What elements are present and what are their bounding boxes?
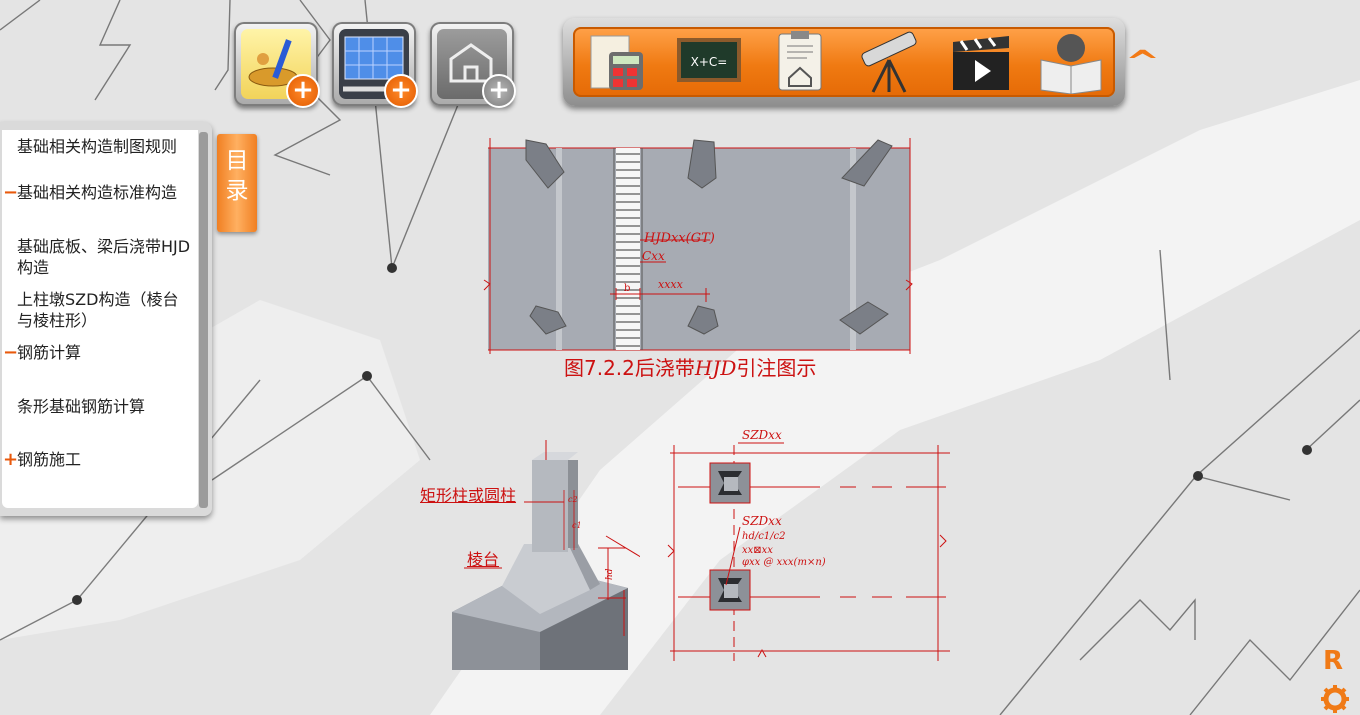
clipboard-icon (778, 31, 822, 91)
toc-item[interactable]: +钢筋施工 (3, 449, 82, 470)
add-tools-button[interactable]: + (234, 22, 320, 108)
blackboard-icon: X+C= (677, 38, 741, 82)
hjd-figure-caption: 图7.2.2后浇带HJD引注图示 (564, 356, 817, 380)
plus-icon: + (482, 74, 516, 108)
szd-plan-figure: SZDxx SZDxx hd/c1/c2 xx⊠xx φxx @ xxx(m×n… (667, 428, 950, 661)
video-icon (953, 36, 1009, 90)
svg-text:c2: c2 (568, 495, 578, 504)
svg-text:Cxx: Cxx (642, 249, 665, 263)
svg-text:xxxx: xxxx (658, 278, 684, 291)
gear-icon[interactable] (1320, 684, 1350, 714)
toc-toggle-tab[interactable]: 目录 (217, 134, 257, 232)
toc-item[interactable]: 上柱墩SZD构造（棱台与棱柱形） (17, 290, 179, 330)
blackboard-button[interactable]: X+C= (669, 30, 747, 94)
toc-item[interactable]: 基础底板、梁后浇带HJD构造 (17, 237, 191, 277)
frustum-label: 棱台 (467, 550, 500, 569)
calculator-button[interactable] (579, 30, 657, 94)
svg-text:HJDxx(GT): HJDxx(GT) (643, 231, 715, 246)
svg-text:c1: c1 (572, 521, 582, 530)
column-label: 矩形柱或圆柱 (420, 486, 517, 505)
hjd-anchors (525, 139, 893, 335)
svg-text:SZDxx: SZDxx (742, 514, 782, 528)
toc-item[interactable]: −钢筋计算 (3, 342, 82, 363)
plus-icon: + (384, 74, 418, 108)
toc-tab-label: 目录 (225, 148, 249, 204)
add-screen-button[interactable]: + (332, 22, 418, 108)
svg-text:hd: hd (605, 568, 615, 580)
svg-text:xx⊠xx: xx⊠xx (742, 545, 773, 556)
video-button[interactable] (943, 30, 1021, 94)
calculator-icon (590, 35, 643, 90)
svg-text:X+C=: X+C= (691, 55, 728, 69)
toc-item[interactable]: 条形基础钢筋计算 (17, 397, 146, 416)
hjd-figure: HJDxx(GT) Cxx b xxxx (483, 138, 913, 354)
svg-text:SZDxx: SZDxx (742, 428, 782, 442)
r-button[interactable]: R (1323, 646, 1344, 676)
collapse-toolbar-icon[interactable]: ^ (1124, 45, 1161, 80)
telescope-button[interactable] (853, 30, 931, 94)
add-model-button[interactable]: + (430, 22, 516, 108)
plus-icon: + (286, 74, 320, 108)
toc-item[interactable]: 基础相关构造制图规则 (17, 137, 178, 156)
toc-list: 基础相关构造制图规则 −基础相关构造标准构造 基础底板、梁后浇带HJD构造 上柱… (2, 130, 198, 508)
main-toolbar: X+C= (563, 18, 1125, 106)
reader-button[interactable] (1033, 30, 1111, 95)
toc-scrollbar[interactable] (199, 132, 208, 508)
svg-text:hd/c1/c2: hd/c1/c2 (742, 531, 786, 542)
svg-text:φxx @ xxx(m×n): φxx @ xxx(m×n) (742, 557, 826, 568)
szd-3d-figure: c2 c1 hd (452, 440, 640, 670)
reader-icon (1040, 34, 1102, 95)
svg-text:b: b (624, 283, 630, 294)
telescope-icon (861, 31, 917, 93)
clipboard-button[interactable] (761, 30, 839, 94)
toc-item[interactable]: −基础相关构造标准构造 (3, 182, 178, 203)
toc-panel: 基础相关构造制图规则 −基础相关构造标准构造 基础底板、梁后浇带HJD构造 上柱… (0, 122, 212, 516)
hjd-strip-hatch (616, 153, 640, 347)
